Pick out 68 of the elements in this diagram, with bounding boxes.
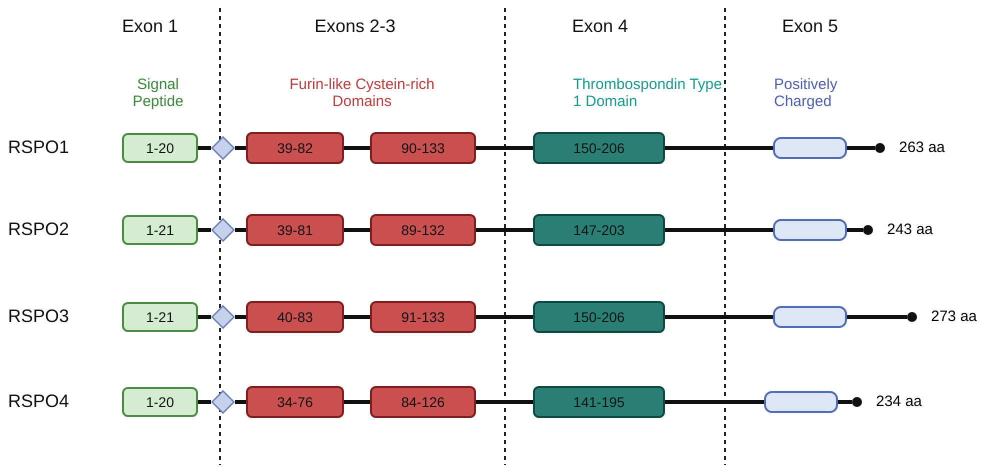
end-dot (863, 225, 873, 235)
length-label: 263 aa (899, 139, 945, 156)
backbone-line (476, 228, 533, 232)
protein-name: RSPO1 (8, 137, 70, 158)
thrombospondin-domain-box: 147-203 (533, 214, 665, 246)
signal-peptide-box: 1-21 (122, 302, 198, 332)
thrombospondin-domain-box: 150-206 (533, 132, 665, 164)
protein-name: RSPO3 (8, 306, 70, 327)
domain-name: Positively Charged (774, 76, 838, 110)
backbone-line (476, 315, 533, 319)
furin-domain-box: 39-82 (246, 132, 344, 164)
furin-domain-box: 40-83 (246, 301, 344, 333)
end-dot (852, 397, 862, 407)
backbone-line (198, 400, 211, 404)
backbone-line (665, 315, 773, 319)
end-dot (907, 312, 917, 322)
protein-name: RSPO4 (8, 391, 70, 412)
backbone-line (198, 228, 211, 232)
length-label: 234 aa (876, 393, 922, 410)
thrombospondin-domain-box: 150-206 (533, 301, 665, 333)
exon-heading: Exon 5 (782, 16, 838, 37)
backbone-line (838, 400, 852, 404)
furin-domain-box: 91-133 (370, 301, 476, 333)
backbone-line (235, 146, 246, 150)
diamond-marker (211, 218, 235, 242)
backbone-line (847, 315, 907, 319)
domain-name: Furin-like Cystein-rich Domains (288, 76, 436, 110)
positive-region-box (764, 391, 838, 413)
backbone-line (344, 146, 370, 150)
backbone-line (198, 315, 211, 319)
exon-heading: Exons 2-3 (314, 16, 396, 37)
furin-domain-box: 39-81 (246, 214, 344, 246)
thrombospondin-domain-box: 141-195 (533, 386, 665, 418)
length-label: 243 aa (887, 221, 933, 238)
furin-domain-box: 89-132 (370, 214, 476, 246)
furin-domain-box: 84-126 (370, 386, 476, 418)
exon-heading: Exon 4 (572, 16, 628, 37)
protein-name: RSPO2 (8, 219, 70, 240)
backbone-line (344, 228, 370, 232)
positive-region-box (773, 137, 847, 159)
domain-name: Thrombospondin Type 1 Domain (573, 76, 723, 110)
backbone-line (476, 400, 533, 404)
positive-region-box (773, 306, 847, 328)
furin-domain-box: 90-133 (370, 132, 476, 164)
end-dot (875, 143, 885, 153)
signal-peptide-box: 1-20 (122, 133, 198, 163)
backbone-line (344, 315, 370, 319)
furin-domain-box: 34-76 (246, 386, 344, 418)
backbone-line (235, 228, 246, 232)
backbone-line (665, 228, 773, 232)
diamond-marker (211, 390, 235, 414)
diamond-marker (211, 305, 235, 329)
backbone-line (847, 228, 863, 232)
backbone-line (198, 146, 211, 150)
signal-peptide-box: 1-20 (122, 387, 198, 417)
signal-peptide-box: 1-21 (122, 215, 198, 245)
backbone-line (235, 400, 246, 404)
backbone-line (344, 400, 370, 404)
domain-name: Signal Peptide (132, 76, 184, 110)
backbone-line (665, 400, 764, 404)
exon-heading: Exon 1 (122, 16, 178, 37)
backbone-line (847, 146, 875, 150)
backbone-line (235, 315, 246, 319)
backbone-line (476, 146, 533, 150)
positive-region-box (773, 219, 847, 241)
diamond-marker (211, 136, 235, 160)
length-label: 273 aa (931, 308, 977, 325)
backbone-line (665, 146, 773, 150)
